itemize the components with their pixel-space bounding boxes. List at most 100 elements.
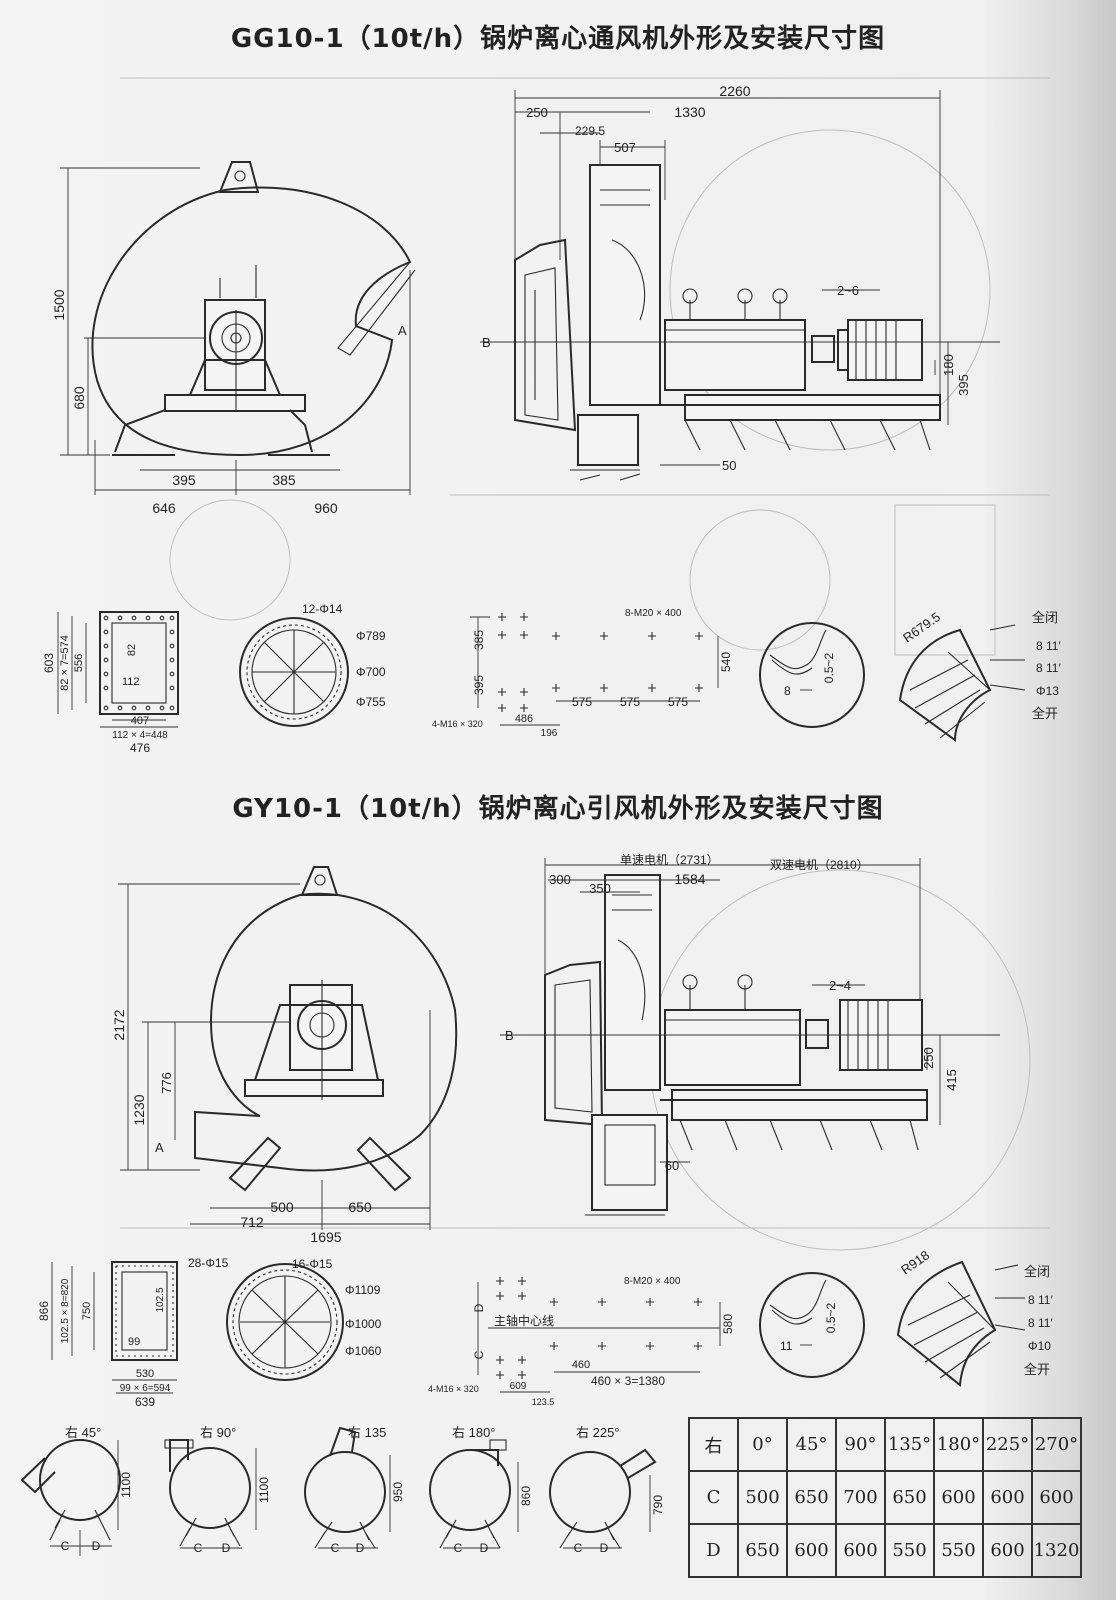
- top-base-bolt-marks: [498, 613, 703, 712]
- position-90-c: C: [194, 1541, 203, 1555]
- top-damper-a1: 8 11′: [1036, 639, 1061, 653]
- bottom-seal-gap: 0.5~2: [824, 1302, 838, 1333]
- position-180-h: 860: [519, 1486, 533, 1506]
- top-front-507: 507: [614, 140, 636, 155]
- top-base-h575a: 575: [572, 695, 592, 709]
- top-seal-d8: 8: [784, 684, 791, 698]
- bottom-base-plan: 8-M20 × 400 主轴中心线 C D 580 460 460 × 3=13…: [428, 1276, 735, 1407]
- position-45-h: 1100: [119, 1472, 133, 1498]
- bottom-damper-detail: R918 全闭 8 11′ 8 11′ Φ10 全开: [896, 1247, 1053, 1387]
- position-135-c: C: [331, 1541, 340, 1555]
- table-cell: 600: [982, 1470, 1033, 1525]
- top-front-total: 2260: [719, 83, 750, 99]
- bottom-base-bolt-marks: [496, 1277, 702, 1379]
- top-front-250: 250: [526, 105, 548, 120]
- position-135: 右 135 950 C D: [304, 1425, 405, 1555]
- top-seal-gap: 0.5~2: [822, 652, 836, 683]
- bottom-side-w-total: 1695: [310, 1229, 341, 1245]
- top-outlet-w407: 407: [131, 715, 149, 727]
- top-damper-closed: 全闭: [1032, 610, 1058, 625]
- top-inlet-d789: Φ789: [356, 629, 386, 643]
- position-45-label: 右 45°: [65, 1425, 101, 1440]
- table-cell: 600: [982, 1523, 1033, 1578]
- table-cell: 650: [884, 1470, 935, 1525]
- top-outlet-bolts: [103, 615, 175, 711]
- bottom-outlet-h750: 750: [81, 1302, 93, 1320]
- bottom-front-250: 250: [921, 1047, 936, 1069]
- top-outlet-h603: 603: [42, 653, 56, 673]
- bottom-front-view: 单速电机（2731） 双速电机（2810） 300 350 1584 2~4 2…: [500, 853, 1000, 1216]
- top-outlet-h574: 82 × 7=574: [59, 635, 71, 691]
- top-base-bolt4: 4-M16 × 320: [432, 719, 483, 729]
- top-side-w-total-left: 646: [152, 500, 176, 516]
- table-row: 右 0° 45° 90° 135° 180° 225° 270°: [688, 1417, 1082, 1472]
- bottom-side-h-axis: 1230: [131, 1094, 147, 1125]
- top-base-h575b: 575: [620, 695, 640, 709]
- bottom-inlet-holes: 16-Φ15: [292, 1257, 333, 1271]
- bottom-outlet-h866: 866: [37, 1301, 51, 1321]
- position-180-d: D: [480, 1541, 489, 1555]
- position-90-d: D: [222, 1541, 231, 1555]
- bottom-front-label-b: B: [505, 1028, 514, 1043]
- table-cell: 600: [1031, 1470, 1082, 1525]
- top-front-50: 50: [722, 458, 736, 473]
- position-135-label: 右 135: [348, 1425, 386, 1440]
- bottom-inlet-d1060: Φ1060: [345, 1344, 382, 1358]
- bottom-base-axis: 主轴中心线: [494, 1313, 554, 1328]
- bottom-damper-closed: 全闭: [1024, 1264, 1050, 1279]
- top-front-395: 395: [956, 374, 971, 396]
- position-225-c: C: [574, 1541, 583, 1555]
- bottom-damper-hole: Φ10: [1028, 1339, 1051, 1353]
- table-cell: 500: [737, 1470, 788, 1525]
- table-cell: 650: [786, 1470, 837, 1525]
- top-side-w-left: 395: [172, 472, 196, 488]
- bottom-title: GY10-1（10t/h）锅炉离心引风机外形及安装尺寸图: [232, 794, 884, 824]
- top-outlet-in82: 82: [126, 644, 138, 656]
- angle-dimension-table: 右 0° 45° 90° 135° 180° 225° 270° C 500 6…: [688, 1417, 1082, 1578]
- position-45: 右 45° 1100 C D: [20, 1425, 133, 1556]
- bottom-front-60: 60: [665, 1158, 679, 1173]
- bottom-outlet-h820: 102.5 × 8=820: [60, 1278, 71, 1343]
- bottom-damper-r: R918: [898, 1247, 932, 1277]
- table-cell: 550: [884, 1523, 935, 1578]
- bottom-outlet-w530: 530: [136, 1368, 154, 1380]
- top-front-gap: 2~6: [837, 283, 859, 298]
- table-cell: 600: [835, 1523, 886, 1578]
- bottom-front-300: 300: [549, 872, 571, 887]
- table-cell: 右: [688, 1417, 739, 1472]
- bottom-outlet-flange: 28-Φ15 866 102.5 × 8=820 750 102.5 99 53…: [37, 1256, 229, 1409]
- top-base-v540: 540: [719, 652, 733, 672]
- bottom-damper-a2: 8 11′: [1028, 1316, 1053, 1330]
- table-row: D 650 600 600 550 550 600 1320: [688, 1523, 1082, 1578]
- top-inlet-holes: 12-Φ14: [302, 602, 343, 616]
- top-outlet-h556: 556: [73, 654, 85, 672]
- top-base-v385: 385: [472, 630, 486, 650]
- top-front-1330: 1330: [674, 104, 705, 120]
- bottom-inlet-flange: 16-Φ15 Φ1109 Φ1000 Φ1060: [226, 1257, 382, 1381]
- top-base-h486: 486: [515, 713, 533, 725]
- top-side-view: 1500 680 395 385 646 960 A: [51, 161, 416, 516]
- bottom-side-w500: 500: [270, 1199, 294, 1215]
- position-180: 右 180° 860 C D: [429, 1425, 533, 1555]
- bottom-front-m-single: 单速电机（2731）: [620, 853, 719, 867]
- bottom-base-v580: 580: [721, 1314, 735, 1334]
- table-cell: 600: [933, 1470, 984, 1525]
- bottom-base-c: C: [472, 1350, 486, 1359]
- top-outlet-w448: 112 × 4=448: [112, 730, 168, 741]
- bottom-base-h460: 460: [572, 1359, 590, 1371]
- bleed-through-ghost: [120, 77, 1050, 1251]
- top-front-view: 2260 250 1330 229.5 507 2~6 180 395 50 B: [480, 83, 1000, 481]
- bottom-side-h776: 776: [159, 1072, 174, 1094]
- position-90-label: 右 90°: [200, 1425, 236, 1440]
- top-front-180: 180: [941, 354, 956, 376]
- table-cell: 180°: [933, 1417, 984, 1472]
- table-cell: 550: [933, 1523, 984, 1578]
- top-side-w-total-right: 960: [314, 500, 338, 516]
- position-90: 右 90° 1100 C D: [164, 1425, 271, 1555]
- bottom-side-label-a: A: [155, 1140, 164, 1155]
- top-inlet-flange: 12-Φ14 Φ789 Φ700 Φ755: [239, 602, 386, 727]
- bottom-front-1584: 1584: [674, 871, 705, 887]
- top-base-v395: 395: [472, 675, 486, 695]
